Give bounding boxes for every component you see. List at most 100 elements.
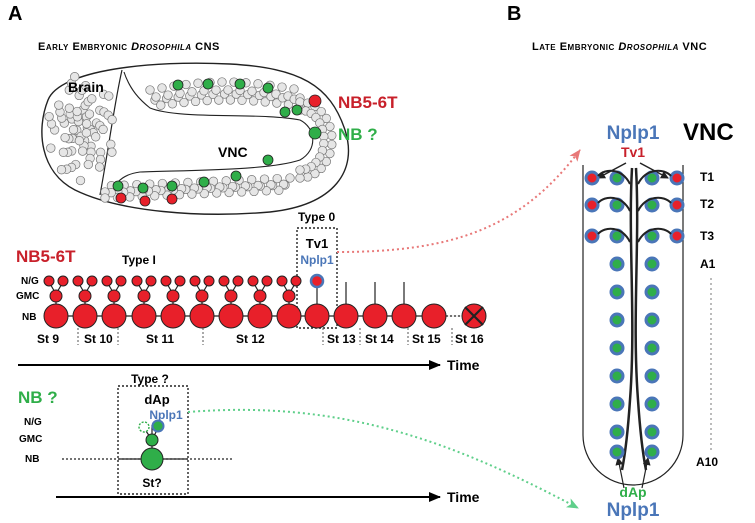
embryo-nb-unknown-cell <box>202 78 214 90</box>
embryo-nb-unknown-cell <box>172 79 184 91</box>
vnc-tv1-cell-left <box>584 170 600 186</box>
embryo-cell <box>106 139 116 149</box>
vnc-tv1-axon <box>597 169 631 185</box>
embryo-cell <box>193 78 203 88</box>
segment-t2: T2 <box>700 197 714 211</box>
embryo-cell <box>107 115 117 125</box>
embryo-nb-unknown-cell <box>230 170 242 182</box>
vnc-tv1-axon <box>637 196 672 212</box>
vnc-axon-right <box>634 167 648 471</box>
tv1-label: Tv1 <box>306 236 328 251</box>
row-label-nb: NB <box>22 312 36 323</box>
panel-b-title: Late Embryonic Drosophila VNC <box>532 41 707 53</box>
embryo-cell <box>327 130 337 141</box>
segment-a1: A1 <box>700 257 716 271</box>
embryo-cell <box>54 100 64 110</box>
vnc-inner-cell-left <box>609 424 625 440</box>
embryo-cell <box>316 106 326 117</box>
segment-a10: A10 <box>696 455 718 469</box>
embryo-cell <box>150 191 160 201</box>
embryo-cell <box>295 165 305 175</box>
nb56t-neuron <box>101 275 113 287</box>
nb56t-neuroblast <box>160 303 186 329</box>
embryo-cell <box>179 97 189 108</box>
embryo-cell <box>72 106 82 117</box>
vnc-inner-cell-left <box>609 444 625 460</box>
embryo-nb-unknown-cell <box>262 82 274 94</box>
embryo-cells <box>44 72 337 207</box>
embryo-cell <box>91 132 101 142</box>
embryo-cell <box>107 147 117 157</box>
nb56t-neuron <box>43 275 55 287</box>
embryo-cell <box>77 146 88 156</box>
embryo-cell <box>100 193 110 203</box>
embryo-cell <box>82 119 92 129</box>
embryo-cell <box>157 83 167 93</box>
stage-unknown-label: St? <box>142 476 161 490</box>
nb56t-neuron <box>86 275 98 287</box>
vnc-inner-cell-left <box>609 284 625 300</box>
embryo-cell <box>211 85 221 95</box>
nb56t-neuron <box>218 275 230 287</box>
embryo-cell <box>237 95 247 105</box>
vnc-label: VNC <box>218 144 248 160</box>
vnc-inner-cell-left <box>609 340 625 356</box>
time-label-a: Time <box>447 357 480 373</box>
embryo-cell <box>202 95 212 106</box>
nb56t-neuron <box>247 275 259 287</box>
legend-red-dot <box>308 94 322 108</box>
embryo-cell <box>303 172 313 182</box>
embryo-cell <box>249 186 259 197</box>
nb-b-sibling <box>138 421 150 433</box>
embryo-cell <box>316 163 326 174</box>
nb56t-gmc <box>78 289 92 303</box>
vnc-diagram: Nplp1 Tv1 VNC T1 T2 T3 A1 A10 dAp Nplp1 <box>582 119 734 521</box>
embryo-cell <box>259 174 270 184</box>
nb56t-neuroblast <box>362 303 388 329</box>
vnc-inner-cell-left <box>609 396 625 412</box>
vnc-inner-cell-left <box>609 256 625 272</box>
vnc-inner-cell-right <box>644 396 660 412</box>
vnc-axon-left <box>620 167 634 471</box>
nb56t-gmc <box>253 289 267 303</box>
lineage-b-title: NB ? <box>18 388 58 407</box>
embryo-cell <box>167 99 178 109</box>
vnc-bottom-nplp1: Nplp1 <box>607 500 660 521</box>
nb-b-neuroblast <box>140 447 164 471</box>
segment-t3: T3 <box>700 229 714 243</box>
panel-a-letter: A <box>8 3 22 25</box>
vnc-bottom-dap: dAp <box>619 484 646 500</box>
vnc-tv1-axon <box>637 169 672 185</box>
vnc-inner-cell-right <box>644 424 660 440</box>
vnc-tv1-cell-right <box>669 170 685 186</box>
lineage-b-nplp1-label: Nplp1 <box>149 408 183 422</box>
stage-10: St 10 <box>84 332 113 346</box>
embryo-cell <box>70 72 80 82</box>
embryo-cell <box>156 100 166 110</box>
embryo-nb-unknown-cell <box>166 180 178 192</box>
vnc-tv1-cell-left <box>584 197 600 213</box>
embryo-cell <box>44 111 54 122</box>
embryo-cell <box>75 175 86 186</box>
nb56t-neuron <box>160 275 172 287</box>
panel-b-letter: B <box>507 3 521 25</box>
tv1-neuron <box>309 273 325 289</box>
embryo-cell <box>253 79 263 89</box>
vnc-inner-cell-right <box>644 368 660 384</box>
nb56t-gmc <box>224 289 238 303</box>
nb56t-neuron <box>189 275 201 287</box>
embryo-cell <box>187 87 197 97</box>
lineage-nb-unknown: NB ? Type ? dAp Nplp1 N/G GMC NB St? Tim… <box>18 372 480 505</box>
nb56t-cells <box>43 273 487 329</box>
embryo-schematic: Brain VNC <box>41 62 350 215</box>
vnc-title: VNC <box>683 119 734 146</box>
embryo-cell <box>236 187 247 197</box>
embryo-cell <box>84 109 95 119</box>
nb56t-gmc <box>166 289 180 303</box>
embryo-cell <box>272 98 282 108</box>
vnc-inner-cell-right <box>644 340 660 356</box>
time-label-b: Time <box>447 489 480 505</box>
embryo-cell <box>277 82 287 92</box>
embryo-cell <box>212 188 222 198</box>
nb56t-neuroblast <box>333 303 359 329</box>
